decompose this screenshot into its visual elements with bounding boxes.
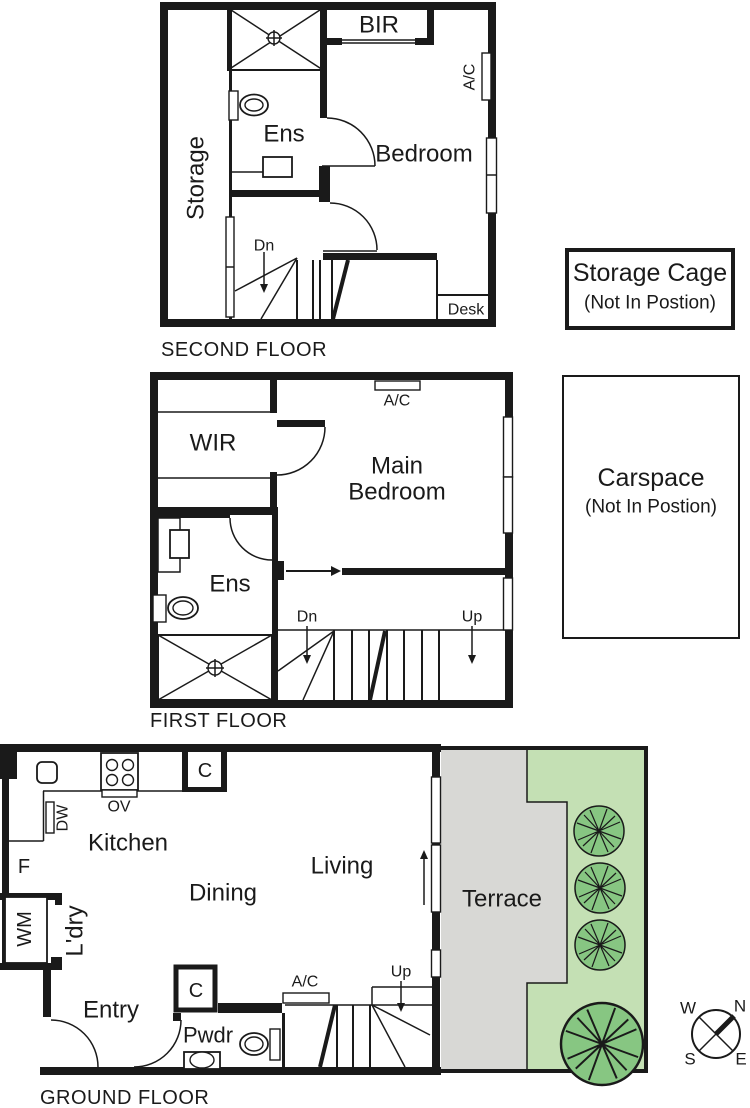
ground-floor-plan: Kitchen Dining Living Terrace Entry L'dr… [0,744,648,1108]
door-direction-arrow [420,850,428,905]
dishwasher-icon [45,801,55,834]
door-arcs-gf [50,1019,182,1068]
label-fridge: F [18,856,30,878]
toilet-icon-gf [239,1028,281,1061]
compass-s: S [684,1050,695,1069]
label-closet-hall: C [189,980,203,1002]
room-label-kitchen: Kitchen [88,830,168,857]
floor-title-first: FIRST FLOOR [150,710,287,732]
room-label-wir: WIR [190,430,237,457]
label-desk: Desk [448,302,485,319]
stairs-1f [277,629,505,701]
storage-cage-box: Storage Cage (Not In Postion) [565,248,735,330]
second-floor-plan: Storage Ens Bedroom BIR A/C Dn Desk SECO… [160,2,498,361]
hall-closet [173,964,218,1013]
floor-title-second: SECOND FLOOR [161,339,327,361]
label-ac-gf: A/C [292,974,319,991]
tree-icon [573,805,625,857]
wir-shelves [158,411,270,479]
tree-icon [574,862,626,914]
up-arrow-icon-1f [468,626,476,664]
room-label-dining: Dining [189,880,257,907]
room-label-storage: Storage [183,136,210,220]
first-floor-walls [150,372,513,708]
room-label-living: Living [311,853,374,880]
tree-icon [574,919,626,971]
room-label-terrace: Terrace [462,886,542,913]
compass-icon: W N S E [680,997,747,1069]
stairs-down [234,257,350,320]
compass-e: E [735,1050,746,1069]
carspace-label: Carspace [598,464,705,492]
label-dn-2f: Dn [254,238,274,255]
storage-cage-label: Storage Cage [573,259,727,287]
room-label-main-2: Bedroom [348,479,445,506]
room-label-pwdr: Pwdr [183,1023,233,1048]
tree-icon-large [559,1001,645,1087]
slide-arrow-icon [286,566,341,576]
label-ac-2f: A/C [462,64,479,91]
carspace-box: Carspace (Not In Postion) [562,375,740,639]
compass-n: N [734,997,746,1016]
door-arcs-1f [229,426,326,561]
shower-icon [227,7,324,71]
sink-icon [36,761,58,784]
label-up-1f: Up [462,609,483,626]
windows-1f [502,416,514,631]
vanity-icon [231,156,293,178]
ac-unit-icon-gf [282,992,330,1004]
room-label-bir: BIR [359,12,399,39]
label-washing-machine: WM [14,911,36,947]
label-dn-1f: Dn [297,609,317,626]
washing-machine-icon [4,896,48,964]
ac-unit-icon [481,52,492,101]
down-arrow-icon-1f [303,626,311,664]
label-ac-1f: A/C [384,393,411,410]
stairs-gf [285,986,432,1068]
room-label-ldry: L'dry [62,905,89,956]
room-label-main-1: Main [371,453,423,480]
up-arrow-icon-gf [397,981,405,1012]
basin-icon-gf [183,1051,221,1070]
label-oven: OV [107,799,130,816]
down-arrow-icon [260,252,268,293]
room-label-ens-2f: Ens [263,121,304,148]
room-label-entry: Entry [83,997,139,1024]
stair-balustrade [225,216,235,318]
door-arcs [322,117,378,252]
compass-w: W [680,999,696,1018]
window-icon [485,137,498,214]
storage-cage-note: (Not In Postion) [584,293,716,314]
ac-unit-icon-1f [374,380,421,391]
toilet-icon [228,90,269,121]
cooktop-icon [100,752,139,798]
vanity-icon-1f [157,517,190,573]
terrace-garden [441,746,648,1087]
windows-gf [430,776,442,978]
shower-icon-1f [157,634,273,701]
first-floor-plan: WIR Main Bedroom Ens A/C Dn Up FIRST FLO… [150,372,514,732]
carspace-note: (Not In Postion) [585,497,717,518]
floor-title-ground: GROUND FLOOR [40,1087,209,1108]
label-dishwasher: DW [55,804,72,832]
bir-robe-track [341,39,415,44]
toilet-icon-1f [152,594,199,623]
room-label-ens-1f: Ens [209,571,250,598]
desk-nook [436,260,488,319]
room-label-bedroom: Bedroom [375,141,472,168]
label-closet-kitchen: C [198,760,212,782]
label-up-gf: Up [391,964,412,981]
